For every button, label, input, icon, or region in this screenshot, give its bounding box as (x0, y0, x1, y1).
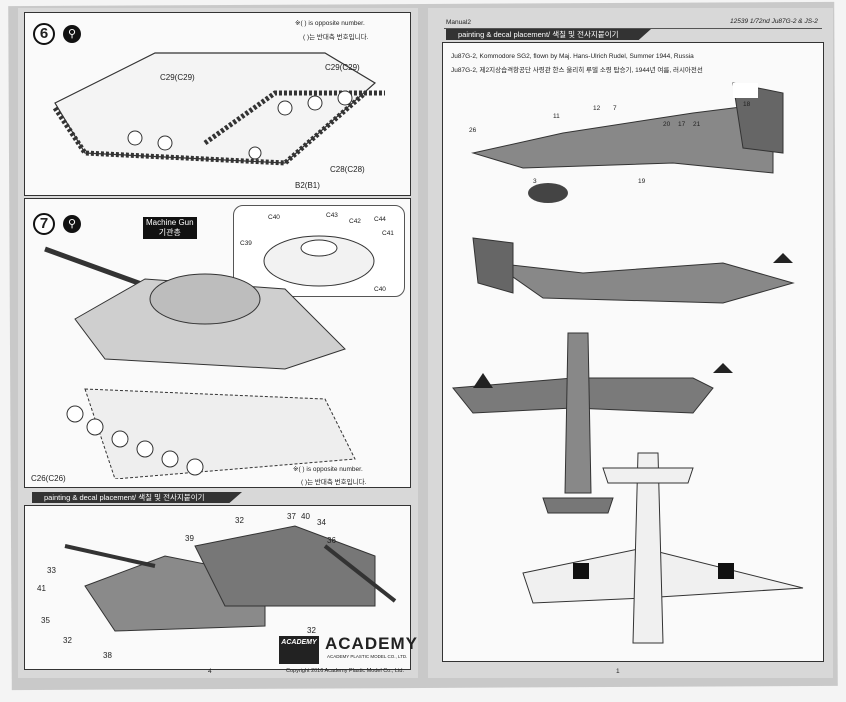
part-label: C28(C28) (330, 165, 365, 174)
painting-panel: Ju87G-2, Kommodore SG2, flown by Maj. Ha… (442, 42, 824, 662)
part-label: C41 (382, 230, 394, 237)
callout: 7 (613, 105, 617, 112)
kit-title: 12539 1/72nd Ju87G-2 & JS-2 (730, 18, 818, 25)
callout: 34 (317, 518, 326, 527)
scheme-ko: Ju87G-2, 제2지상습격항공단 사령관 한스 울리히 루델 소령 탑승기,… (451, 67, 703, 74)
callout: 41 (37, 584, 46, 593)
painting-panel: 33 41 35 32 38 39 32 37 40 34 36 32 ACAD… (24, 505, 417, 670)
note-ko: ( )는 반대측 번호입니다. (303, 34, 369, 41)
callout: 20 (663, 121, 671, 128)
ju87-painting-drawings (452, 82, 804, 644)
turret-detail-drawing (263, 235, 375, 287)
step6-panel: 6 ⚲ ※( ) is opposite number. ( )는 반대측 번호… (24, 12, 411, 196)
step-number: 6 (33, 23, 55, 45)
part-label: B2(B1) (295, 181, 320, 190)
tank-assembly-drawing (44, 246, 356, 479)
callout: 32 (235, 516, 244, 525)
logo-sub: ACADEMY PLASTIC MODEL CO., LTD. (327, 654, 408, 659)
manual-label: Manual2 (446, 19, 471, 26)
callout: 17 (678, 121, 686, 128)
part-label: C40 (268, 214, 280, 221)
painting-header: painting & decal placement/ 색칠 및 전사지붙이기 (446, 29, 651, 40)
callout: 39 (185, 534, 194, 543)
turret-detail-inset: C40 C43 C42 C44 C41 C39 C40 (233, 205, 405, 297)
callout: 19 (638, 178, 646, 185)
callout: 3 (533, 178, 537, 185)
part-label: C44 (374, 216, 386, 223)
callout: 18 (743, 101, 751, 108)
painting-header: painting & decal placement/ 색칠 및 전사지붙이기 (32, 492, 242, 503)
glue-icon: ⚲ (63, 215, 81, 233)
callout: 26 (469, 127, 477, 134)
callout: 38 (103, 651, 112, 660)
page-number: 1 (616, 668, 620, 675)
page-number: 4 (208, 668, 212, 675)
callout: 12 (593, 105, 601, 112)
machine-gun-ko: 기관총 (158, 228, 181, 237)
callout: 36 (327, 536, 336, 545)
callout: 40 (301, 512, 310, 521)
note-en: ※( ) is opposite number. (295, 20, 365, 27)
step-number: 7 (33, 213, 55, 235)
part-label: C42 (349, 218, 361, 225)
academy-logo: ACADEMY (325, 634, 418, 653)
track-assembly-drawing (52, 52, 385, 166)
callout: 35 (41, 616, 50, 625)
note-en: ※( ) is opposite number. (293, 466, 363, 473)
part-label: C43 (326, 212, 338, 219)
callout: 33 (47, 566, 56, 575)
header-rule (444, 28, 822, 29)
copyright: Copyright 2016 Academy Plastic Model Co.… (286, 668, 405, 674)
right-page: Manual2 12539 1/72nd Ju87G-2 & JS-2 pain… (428, 8, 833, 678)
note-ko: ( )는 반대측 번호입니다. (301, 479, 367, 486)
js2-painting-drawing (64, 525, 397, 632)
callout: 32 (63, 636, 72, 645)
part-label: C29(C29) (325, 63, 360, 72)
machine-gun-en: Machine Gun (146, 218, 194, 227)
callout: 21 (693, 121, 701, 128)
left-page: 6 ⚲ ※( ) is opposite number. ( )는 반대측 번호… (18, 8, 418, 678)
scheme-en: Ju87G-2, Kommodore SG2, flown by Maj. Ha… (451, 53, 694, 60)
glue-icon: ⚲ (63, 25, 81, 43)
part-label: C39 (240, 240, 252, 247)
part-label: C40 (374, 286, 386, 293)
callout: 32 (307, 626, 316, 635)
part-label: C26(C26) (31, 474, 66, 483)
callout: 37 (287, 512, 296, 521)
callout: 11 (553, 113, 560, 120)
part-label: C29(C29) (160, 73, 195, 82)
academy-logo-box: ACADEMY (279, 636, 319, 664)
